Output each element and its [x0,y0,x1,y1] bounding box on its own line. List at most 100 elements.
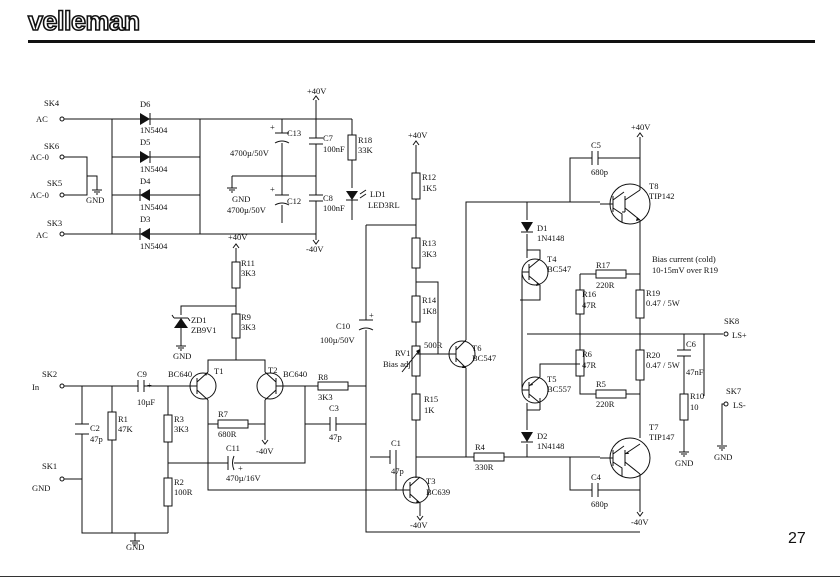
capacitor-c10: + C10 100µ/50V [320,310,374,345]
footer-rule [0,576,840,577]
c12-value: 4700µ/50V [227,205,267,215]
neg-rail-arrow-output [636,511,644,517]
c6-value: 47nF [686,367,704,377]
r3-value: 3K3 [174,424,189,434]
t4-ref: T4 [547,254,557,264]
r14-value: 1K8 [422,306,437,316]
ps-pos-rail: +40V [307,86,327,96]
r16-value: 47R [582,300,597,310]
t3-ref: T3 [426,476,435,486]
diode-d5: D5 1N5404 [140,137,168,174]
c8-value: 100nF [323,203,345,213]
output-neg-rail: -40V [631,517,649,527]
input-gnd-label: GND [126,542,144,552]
resistor-r9: R9 3K3 [231,312,256,339]
resistor-r19: R19 0.47 / 5W [635,288,680,319]
d2-ref: D2 [537,431,547,441]
c12-ref: C12 [287,196,301,206]
zener-zd1: ZD1 ZB9V1 [171,314,217,346]
resistor-r3: R3 3K3 [163,414,189,443]
pos-rail-arrow-driver [412,140,420,146]
sk2-label: In [32,382,40,392]
c2-value: 47p [90,434,103,444]
transistor-t5: T5 BC557 [521,374,571,404]
d3-ref: D3 [140,214,150,224]
sk1-ref: SK1 [42,461,57,471]
d1-ref: D1 [537,223,547,233]
c7-value: 100nF [323,144,345,154]
c6-ref: C6 [686,339,696,349]
r13-ref: R13 [422,238,436,248]
t4-value: BC547 [547,264,571,274]
pos-rail-arrow-ps [312,95,320,101]
connector-sk6: SK6 AC-0 [30,141,65,162]
r5-ref: R5 [596,379,606,389]
potentiometer-rv1: RV1 500R Bias adj [383,340,443,377]
d2-value: 1N4148 [537,441,564,451]
sk7-ref: SK7 [726,386,741,396]
sk8-ref: SK8 [724,316,739,326]
capacitor-c5: C5 680p [591,140,608,177]
r11-value: 3K3 [241,268,256,278]
capacitor-c1: C1 47p [389,438,404,476]
c4-ref: C4 [591,472,602,482]
resistor-r5: R5 220R [595,379,627,409]
r11-ref: R11 [241,258,255,268]
resistor-r13: R13 3K3 [411,237,437,269]
caps-gnd-label: GND [232,194,250,204]
gnd-symbol-zobel [678,451,690,457]
c3-value: 47p [329,432,342,442]
resistor-r12: R12 1K5 [411,172,437,200]
sk3-ref: SK3 [47,218,62,228]
rv1-note: Bias adj [383,359,411,369]
transistor-t6: T6 BC547 [448,339,496,369]
r20-value: 0.47 / 5W [646,360,680,370]
header-rule [28,40,815,43]
r2-value: 100R [174,487,193,497]
r9-ref: R9 [241,312,251,322]
resistor-r7: R7 680R [217,409,249,439]
sk5-ref: SK5 [47,178,62,188]
resistor-r18: R18 33K [347,134,374,161]
gnd-symbol-zener [175,345,187,351]
c5-ref: C5 [591,140,601,150]
connector-sk7: SK7 LS- [726,386,746,410]
zener-gnd-label: GND [173,351,191,361]
connector-sk2: SK2 In [32,369,65,392]
resistor-r17: R17 220R [595,260,627,290]
resistor-r10: R10 10 [679,391,704,421]
connector-sk8: SK8 LS+ [724,316,747,340]
d6-ref: D6 [140,99,150,109]
zd1-value: ZB9V1 [191,325,217,335]
c9-ref: C9 [137,369,147,379]
t2-value: BC640 [283,369,307,379]
c3-ref: C3 [329,403,339,413]
diode-d6: D6 1N5404 [140,99,168,135]
c9-plus: + [147,380,152,390]
resistor-r1: R1 47K [107,411,134,441]
rv1-value: 500R [424,340,443,350]
r20-ref: R20 [646,350,660,360]
c13-ref: C13 [287,128,301,138]
zd1-ref: ZD1 [191,315,207,325]
r17-ref: R17 [596,260,610,270]
r9-value: 3K3 [241,322,256,332]
gnd-symbol-ls [716,445,728,451]
r16-ref: R16 [582,289,596,299]
r5-value: 220R [596,399,615,409]
d1-value: 1N4148 [537,233,564,243]
connector-sk4: SK4 AC [36,98,65,124]
resistor-r15: R15 1K [411,393,438,421]
r4-ref: R4 [475,442,486,452]
capacitor-c11: C11 470µ/16V + [226,443,262,483]
c13-value: 4700µ/50V [230,148,270,158]
capacitor-c12: + C12 4700µ/50V [227,184,301,215]
t3-value: BC639 [426,487,450,497]
t6-value: BC547 [472,353,496,363]
sk6-label: AC-0 [30,152,49,162]
sk5-label: AC-0 [30,190,49,200]
c5-value: 680p [591,167,608,177]
bias-note-line1: Bias current (cold) [652,254,716,264]
r19-value: 0.47 / 5W [646,298,680,308]
t2-ref: T2 [268,365,277,375]
